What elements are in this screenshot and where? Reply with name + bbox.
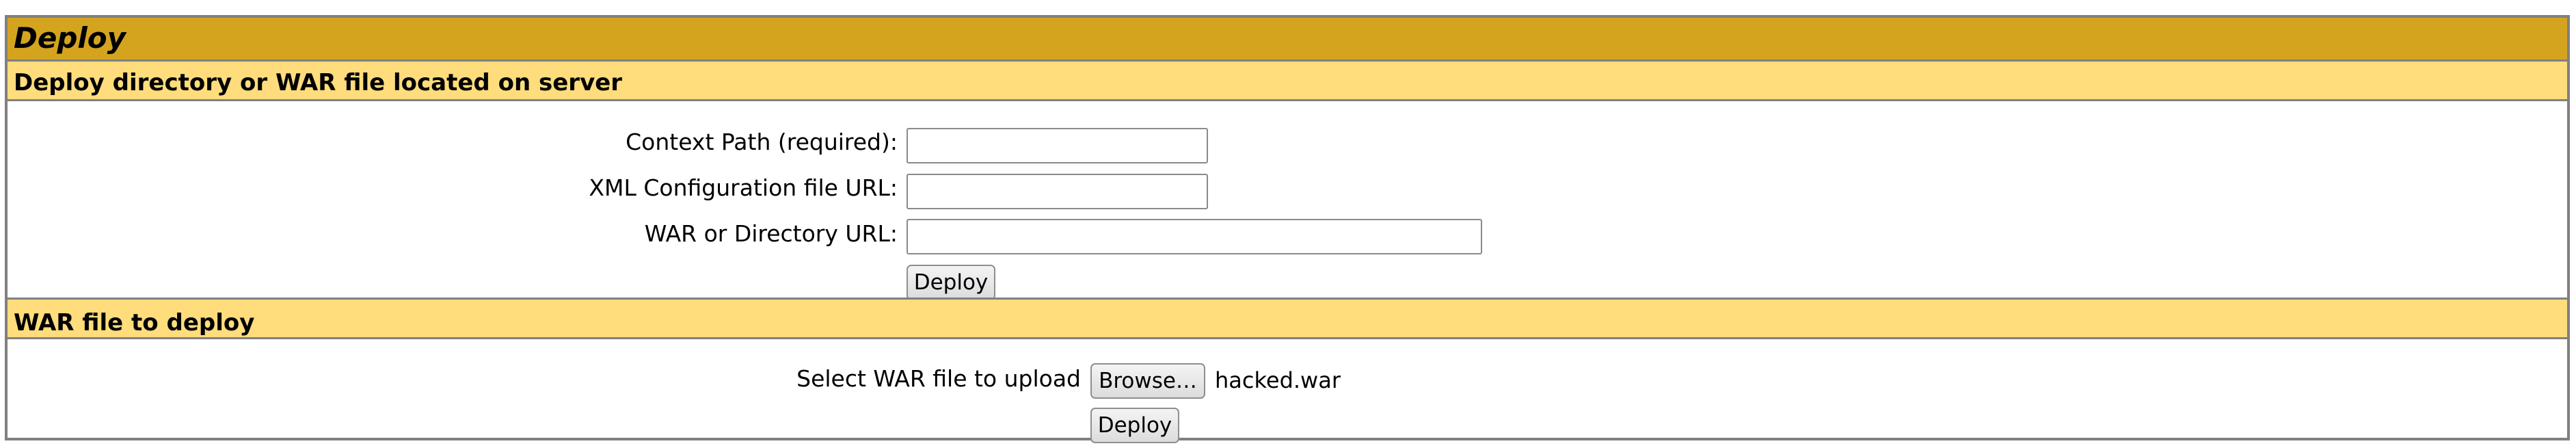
xml-config-input[interactable]: [907, 174, 1208, 209]
war-url-label: WAR or Directory URL:: [644, 220, 898, 247]
panel-title-bar: Deploy: [8, 18, 2567, 62]
war-url-input[interactable]: [907, 219, 1482, 254]
war-upload-section-header: WAR file to deploy: [8, 298, 2567, 339]
server-deploy-button[interactable]: Deploy: [907, 265, 995, 300]
xml-config-label: XML Configuration file URL:: [589, 174, 898, 201]
context-path-input[interactable]: [907, 128, 1208, 163]
server-deploy-section-header: Deploy directory or WAR file located on …: [8, 62, 2567, 101]
select-war-label: Select WAR file to upload: [796, 365, 1081, 392]
server-deploy-section-title: Deploy directory or WAR file located on …: [14, 69, 623, 96]
selected-file-name: hacked.war: [1215, 367, 1341, 393]
browse-button[interactable]: Browse…: [1090, 363, 1205, 399]
war-upload-deploy-button[interactable]: Deploy: [1090, 408, 1179, 443]
panel-title: Deploy: [14, 21, 126, 55]
deploy-panel: Deploy Deploy directory or WAR file loca…: [5, 15, 2570, 443]
war-upload-section-title: WAR file to deploy: [14, 309, 255, 337]
context-path-label: Context Path (required):: [626, 129, 898, 155]
